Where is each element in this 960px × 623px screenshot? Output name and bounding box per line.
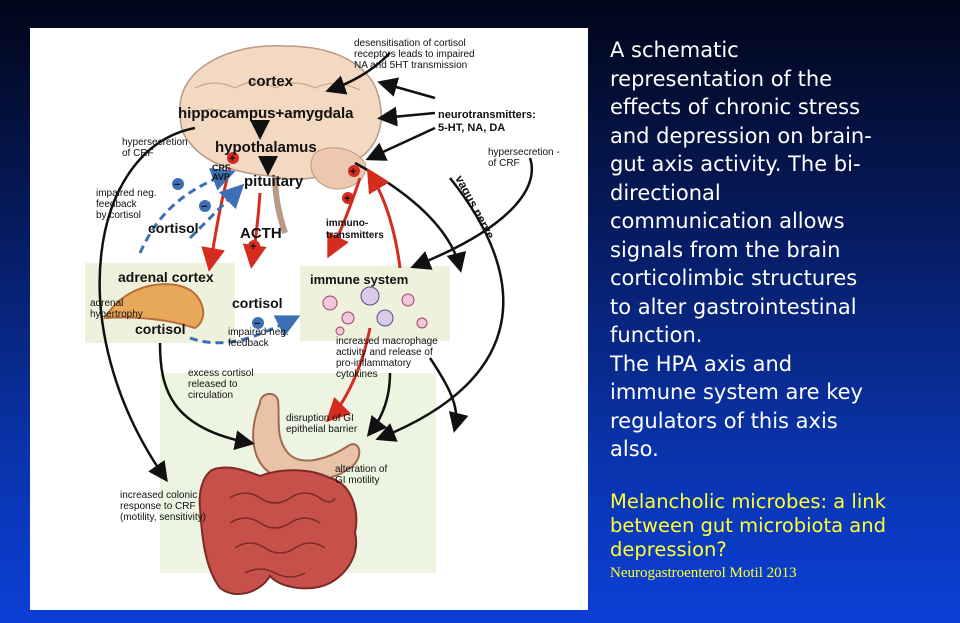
label-crf-avp: CRF AVP [212, 163, 233, 182]
label-cortisol-adrenal: cortisol [135, 321, 186, 337]
label-cortex: cortex [248, 73, 294, 90]
label-adrenal-cortex: adrenal cortex [118, 269, 214, 285]
label-neurotransmitters: neurotransmitters: 5-HT, NA, DA [438, 109, 539, 134]
label-vagus-nerve: vagus nerve [452, 173, 497, 242]
sign-minus: − [254, 318, 260, 330]
label-adrenal-hypertrophy: adrenal hypertrophy [90, 298, 143, 320]
black-arrows [98, 52, 534, 483]
label-hippocampus-amygdala: hippocampus+amygdala [178, 105, 354, 122]
label-cortisol-middle: cortisol [232, 295, 283, 311]
immune-cells [322, 286, 428, 336]
description-text: A schematic representation of the effect… [610, 36, 950, 464]
sign-minus: − [201, 201, 207, 213]
label-colonic-response: increased colonic response to CRF (motil… [120, 490, 206, 523]
brain-gut-axis-diagram: + + + + − − − desensitisation of cortiso… [85, 38, 562, 595]
gut-illustration [198, 392, 361, 595]
description-paragraph-2: The HPA axis and immune system are key r… [610, 351, 863, 462]
description-paragraph-1: A schematic representation of the effect… [610, 38, 872, 347]
label-hypersecretion-right: hypersecretion - of CRF [488, 147, 562, 169]
label-macrophage: increased macrophage activity and releas… [336, 336, 441, 380]
label-gi-barrier: disruption of GI epithelial barrier [286, 413, 358, 435]
blue-dashed-arrows [138, 168, 301, 345]
label-cortisol-top: cortisol [148, 220, 199, 236]
article-title-caption: Melancholic microbes: a link between gut… [610, 490, 886, 561]
label-impaired-feedback-mid: impaired neg. feedback [228, 327, 291, 349]
label-desensitisation: desensitisation of cortisol receptors le… [354, 38, 477, 71]
sign-plus: + [250, 241, 256, 253]
label-gi-motility: alteration of GI motility [335, 464, 390, 486]
sign-markers: + + + + − − − [172, 152, 360, 330]
label-excess-cortisol: excess cortisol released to circulation [188, 368, 256, 401]
sign-plus: + [350, 166, 356, 178]
adrenal-gland-shape [103, 283, 205, 330]
diagram-panel: + + + + − − − desensitisation of cortiso… [30, 28, 588, 610]
sign-plus: + [344, 193, 350, 205]
label-impaired-feedback-top: impaired neg. feedback by cortisol [96, 188, 159, 221]
sign-plus: + [229, 153, 235, 165]
label-immune-system: immune system [310, 272, 408, 287]
label-immunotransmitters: immuno- transmitters [326, 218, 384, 241]
sign-minus: − [174, 179, 180, 191]
label-hypersecretion-left: hypersecretion of CRF [122, 137, 190, 159]
citation: Neurogastroenterol Motil 2013 [610, 565, 797, 581]
label-acth: ACTH [240, 225, 282, 242]
label-pituitary: pituitary [244, 173, 304, 190]
label-hypothalamus: hypothalamus [215, 139, 317, 156]
